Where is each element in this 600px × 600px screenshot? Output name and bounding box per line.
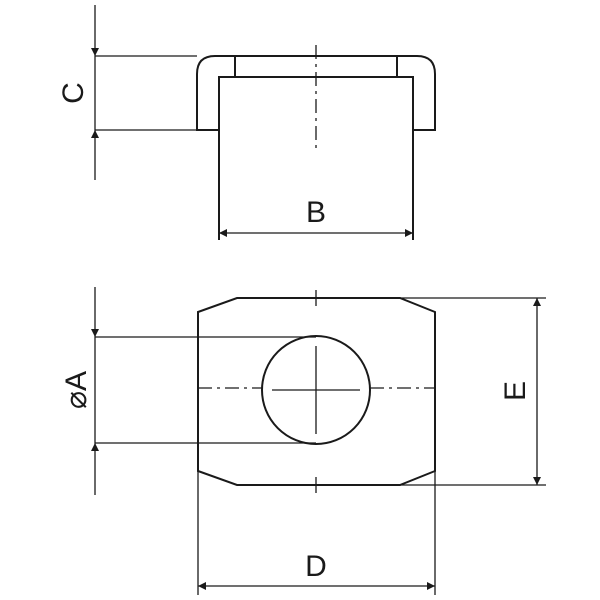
hole: [261, 335, 371, 445]
label-a: ⌀A: [60, 371, 93, 409]
side-view: C B: [57, 5, 436, 240]
label-c: C: [57, 82, 90, 104]
plan-view: ⌀A E D: [60, 287, 546, 595]
label-b: B: [306, 196, 326, 229]
label-e: E: [499, 381, 532, 401]
bracket-outline: [196, 55, 436, 131]
label-d: D: [305, 550, 327, 583]
